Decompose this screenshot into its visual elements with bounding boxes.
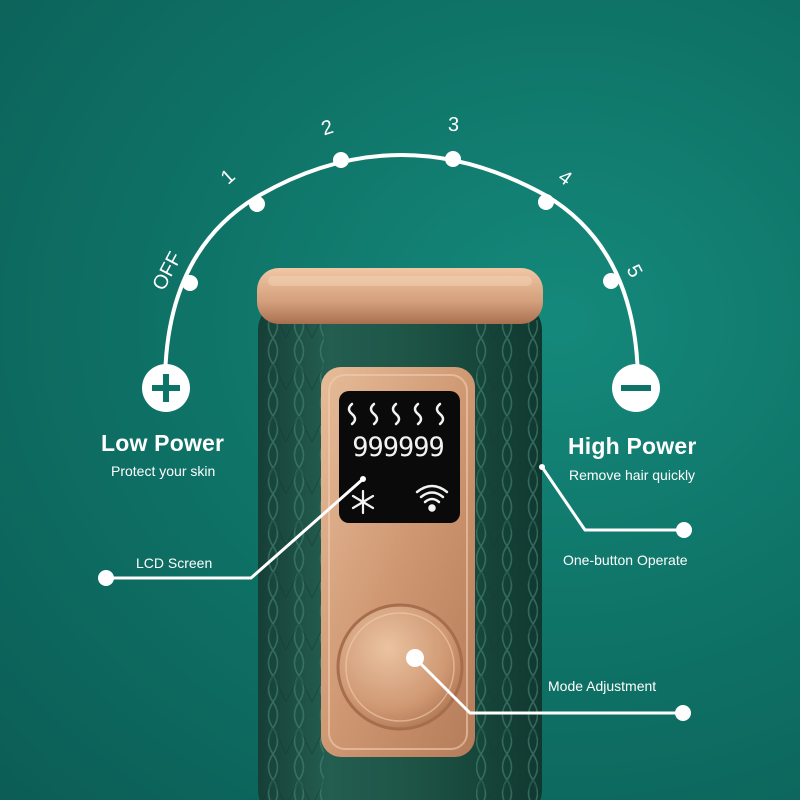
- scale-dot-off: [182, 275, 198, 291]
- mode-adjustment-label: Mode Adjustment: [548, 678, 657, 694]
- mode-callout-dot: [675, 705, 691, 721]
- button-callout-line: [540, 465, 686, 532]
- power-scale-arc: [163, 153, 640, 387]
- scale-dot-3: [445, 151, 461, 167]
- lcd-callout-line: [104, 477, 365, 580]
- signal-icon: [415, 484, 449, 512]
- lcd-screen-label: LCD Screen: [136, 555, 213, 571]
- scale-label-3: 3: [447, 113, 460, 137]
- high-power-subtitle: Remove hair quickly: [569, 467, 696, 483]
- scale-dot-4: [538, 194, 554, 210]
- scale-dot-2: [333, 152, 349, 168]
- lcd-digits: 999999: [352, 432, 445, 463]
- lcd-callout-dot: [98, 570, 114, 586]
- low-power-title: Low Power: [101, 430, 225, 456]
- minus-icon: [612, 364, 660, 412]
- snowflake-icon: [351, 489, 375, 515]
- lcd-screen: [339, 391, 460, 523]
- heat-waves-icon: [347, 402, 445, 426]
- device-texture-right: [476, 320, 538, 800]
- mode-button[interactable]: [336, 603, 464, 731]
- low-power-subtitle: Protect your skin: [111, 463, 216, 479]
- device-head-cap: [257, 268, 543, 324]
- high-power-title: High Power: [568, 433, 697, 459]
- mode-callout-line: [413, 656, 685, 715]
- scale-dot-1: [249, 196, 265, 212]
- device: [257, 268, 543, 800]
- scale-dot-5: [603, 273, 619, 289]
- one-button-label: One-button Operate: [563, 552, 688, 568]
- scale-dots: [182, 151, 619, 291]
- button-callout-dot: [676, 522, 692, 538]
- plus-icon: [142, 364, 190, 412]
